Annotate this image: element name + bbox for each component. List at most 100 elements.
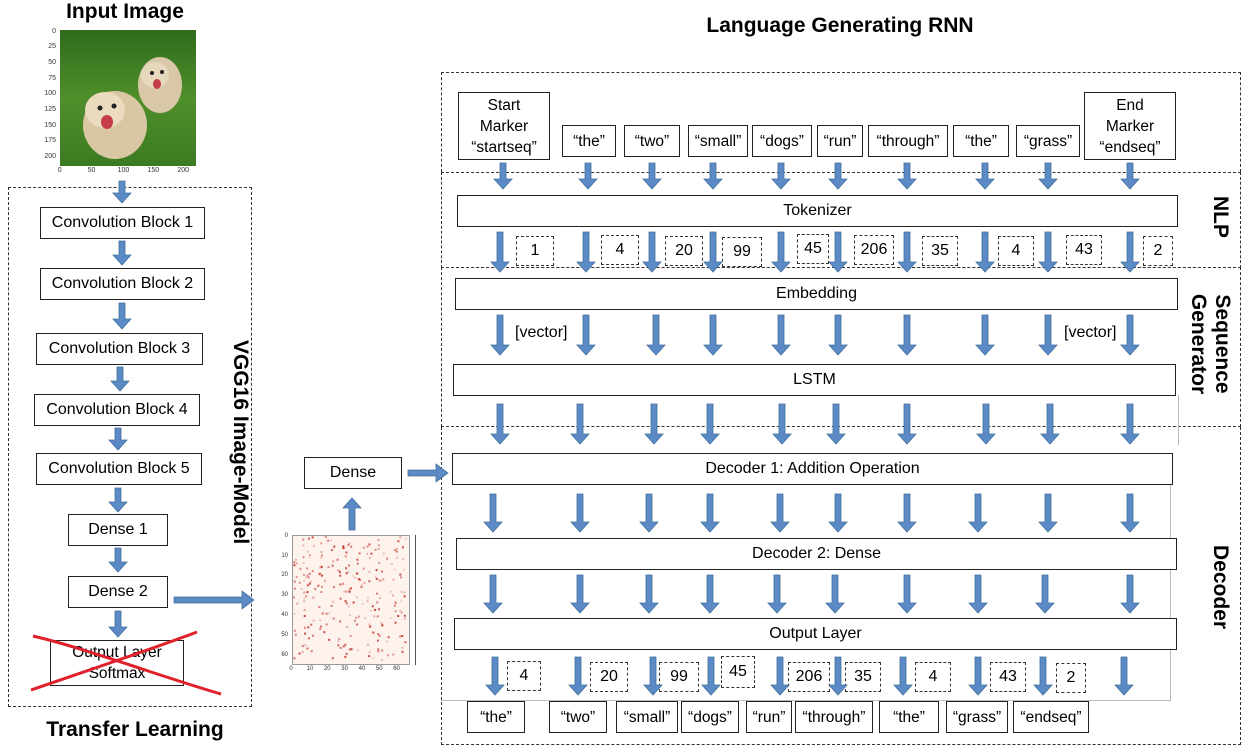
- heatmap-cell: [404, 537, 407, 540]
- heatmap-cell: [362, 546, 365, 549]
- heatmap-cell: [300, 588, 303, 590]
- heatmap-cell: [393, 568, 396, 571]
- heatmap-cell: [355, 616, 358, 619]
- heatmap-cell: [393, 604, 396, 607]
- heatmap-cell: [331, 657, 334, 660]
- heatmap-cell: [389, 590, 392, 593]
- heatmap-cell: [370, 552, 373, 555]
- decoder-2-layer: Decoder 2: Dense: [456, 538, 1177, 570]
- axis-tick-label: 0: [52, 27, 56, 35]
- heatmap-cell: [293, 561, 296, 564]
- heatmap-cell: [345, 602, 348, 605]
- vector-label: [vector]: [1064, 324, 1117, 341]
- heatmap-cell: [321, 574, 323, 577]
- heatmap-cell: [321, 612, 324, 615]
- heatmap-cell: [337, 569, 340, 572]
- input-word-startseq: Start Marker “startseq”: [458, 92, 550, 160]
- heatmap-cell: [358, 552, 361, 555]
- heatmap-cell: [319, 625, 322, 628]
- heatmap-cell: [350, 587, 353, 590]
- token-id: 4: [998, 236, 1034, 266]
- heatmap-cell: [295, 576, 298, 579]
- conv-block-5: Convolution Block 5: [36, 453, 202, 485]
- heatmap-cell: [342, 545, 345, 548]
- heatmap-cell: [303, 615, 306, 617]
- heatmap-cell: [376, 601, 379, 604]
- heatmap-cell: [352, 601, 355, 604]
- heatmap-cell: [399, 536, 402, 539]
- heatmap-cell: [344, 644, 347, 647]
- heatmap-cell: [309, 580, 312, 583]
- heatmap-cell: [356, 562, 359, 565]
- heatmap-cell: [310, 650, 313, 653]
- heatmap-cell: [319, 566, 322, 569]
- decoder-1-layer: Decoder 1: Addition Operation: [452, 453, 1173, 485]
- heatmap-cell: [344, 555, 347, 558]
- heatmap-cell: [345, 590, 348, 593]
- heatmap-cell: [367, 623, 370, 626]
- heatmap-cell: [399, 635, 401, 638]
- heatmap-cell: [374, 548, 377, 551]
- heatmap-cell: [296, 562, 298, 565]
- heatmap-cell: [321, 612, 324, 615]
- heatmap-axis-line: [415, 535, 416, 665]
- axis-tick-label: 20: [323, 666, 331, 672]
- output-word: “small”: [616, 701, 678, 733]
- heatmap-cell: [403, 617, 406, 620]
- output-word: “the”: [467, 701, 525, 733]
- heatmap-cell: [392, 578, 395, 581]
- heatmap-cell: [337, 644, 340, 647]
- heatmap-cell: [308, 556, 311, 559]
- heatmap-cell: [333, 545, 336, 548]
- heatmap-cell: [321, 554, 323, 557]
- heatmap-cell: [390, 617, 393, 620]
- output-id: 43: [990, 662, 1026, 692]
- axis-tick-label: 150: [147, 167, 160, 174]
- output-id: 20: [590, 662, 628, 692]
- heatmap-cell: [377, 633, 380, 635]
- token-id: 4: [601, 235, 639, 265]
- heatmap-cell: [357, 578, 360, 581]
- heatmap-cell: [337, 640, 340, 643]
- feature-heatmap: [292, 535, 410, 665]
- axis-tick-label: 0: [289, 666, 293, 672]
- heatmap-cell: [339, 597, 342, 600]
- heatmap-cell: [401, 646, 404, 649]
- heatmap-cell: [308, 637, 310, 640]
- heatmap-cell: [367, 596, 369, 599]
- heatmap-cell: [377, 544, 380, 547]
- removed-cross: [30, 630, 222, 696]
- heatmap-cell: [308, 582, 311, 585]
- heatmap-cell: [364, 617, 367, 620]
- heatmap-cell: [294, 634, 297, 637]
- heatmap-cell: [387, 636, 390, 639]
- axis-tick-label: 50: [48, 59, 56, 66]
- axis-tick-label: 100: [117, 167, 130, 174]
- heatmap-cell: [325, 612, 328, 615]
- heatmap-cell: [368, 580, 371, 583]
- heatmap-cell: [366, 600, 369, 603]
- heatmap-cell: [332, 617, 335, 620]
- heatmap-cell: [312, 596, 315, 599]
- input-word: “run”: [817, 125, 863, 157]
- axis-tick-label: 60: [281, 652, 288, 659]
- heatmap-cell: [302, 573, 305, 576]
- heatmap-cell: [399, 573, 402, 576]
- heatmap-cell: [303, 626, 306, 629]
- heatmap-cell: [361, 603, 364, 605]
- heatmap-cell: [339, 620, 342, 623]
- heatmap-cell: [298, 581, 301, 584]
- axis-tick-label: 10: [281, 552, 288, 559]
- heatmap-cell: [368, 651, 371, 654]
- axis-tick-label: 10: [306, 666, 314, 672]
- heatmap-cell: [368, 570, 371, 573]
- heatmap-cell: [378, 608, 380, 611]
- heatmap-cell: [397, 540, 400, 543]
- axis-tick-label: 0: [284, 532, 288, 539]
- heatmap-cell: [362, 567, 365, 570]
- heatmap-cell: [319, 627, 322, 630]
- axis-tick-label: 125: [44, 105, 56, 113]
- heatmap-cell: [327, 612, 330, 615]
- heatmap-cell: [356, 649, 359, 652]
- heatmap-cell: [400, 599, 403, 602]
